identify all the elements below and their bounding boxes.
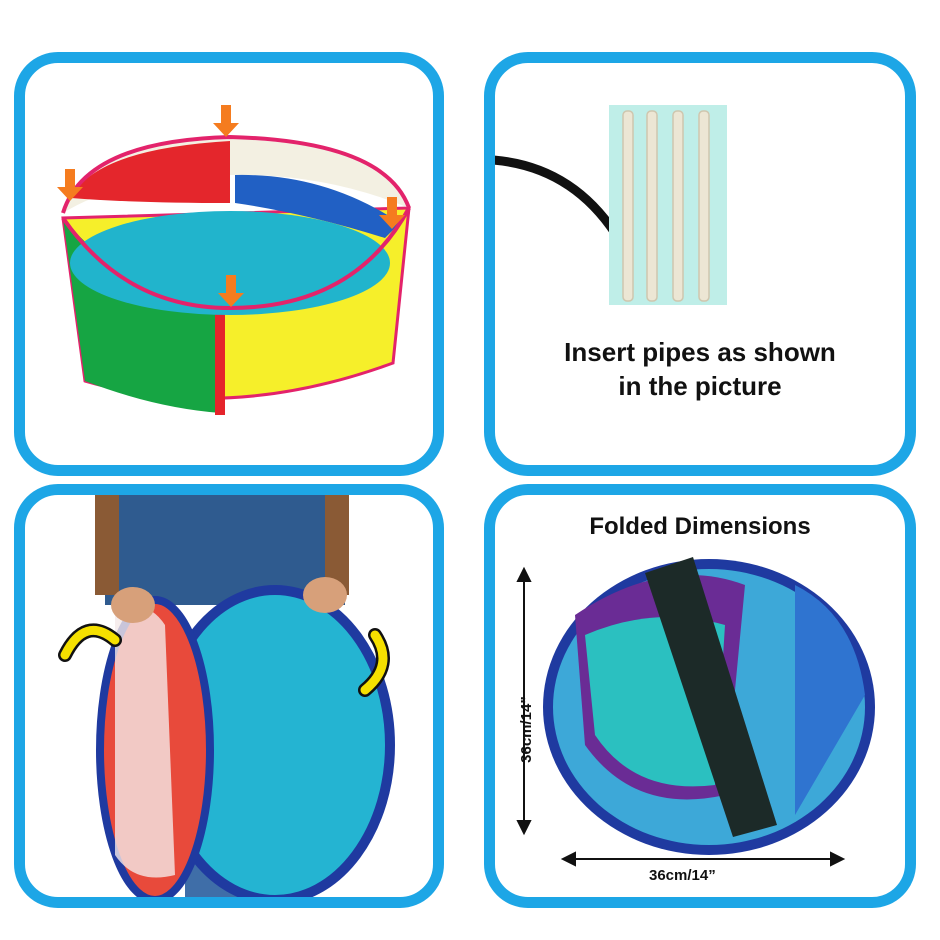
height-dimension-line: [516, 566, 532, 836]
folded-dimensions-panel: Folded Dimensions 36cm/14” 36cm/14”: [484, 484, 916, 908]
instruction-line-2: in the picture: [618, 371, 782, 401]
pole-seam-front: [215, 308, 225, 415]
down-arrow-icon: [218, 275, 244, 307]
pipes-illustration: [495, 105, 727, 305]
pipes: [622, 110, 710, 302]
assembled-pit-panel: [14, 52, 444, 476]
folding-photo: [58, 495, 395, 897]
curved-arrow-left-icon: [60, 626, 120, 660]
pipes-panel: Insert pipes as shown in the picture: [484, 52, 916, 476]
instruction-text: Insert pipes as shown in the picture: [495, 335, 905, 403]
curved-arrow-right-icon: [360, 630, 388, 695]
insert-point-arrows: [57, 105, 405, 307]
width-label: 36cm/14”: [649, 867, 716, 884]
pointer-arrow-icon: [495, 155, 620, 238]
down-arrow-icon: [379, 197, 405, 229]
down-arrow-icon: [213, 105, 239, 137]
folding-panel: [14, 484, 444, 908]
folded-pit-illustration: [516, 557, 875, 867]
width-dimension-line: [560, 851, 846, 867]
down-arrow-icon: [57, 169, 83, 201]
folded-dimensions-title: Folded Dimensions: [589, 513, 811, 540]
strap: [645, 557, 777, 837]
height-label: 36cm/14”: [517, 696, 535, 763]
ball-pit-illustration: [57, 105, 411, 415]
instruction-line-1: Insert pipes as shown: [564, 337, 836, 367]
